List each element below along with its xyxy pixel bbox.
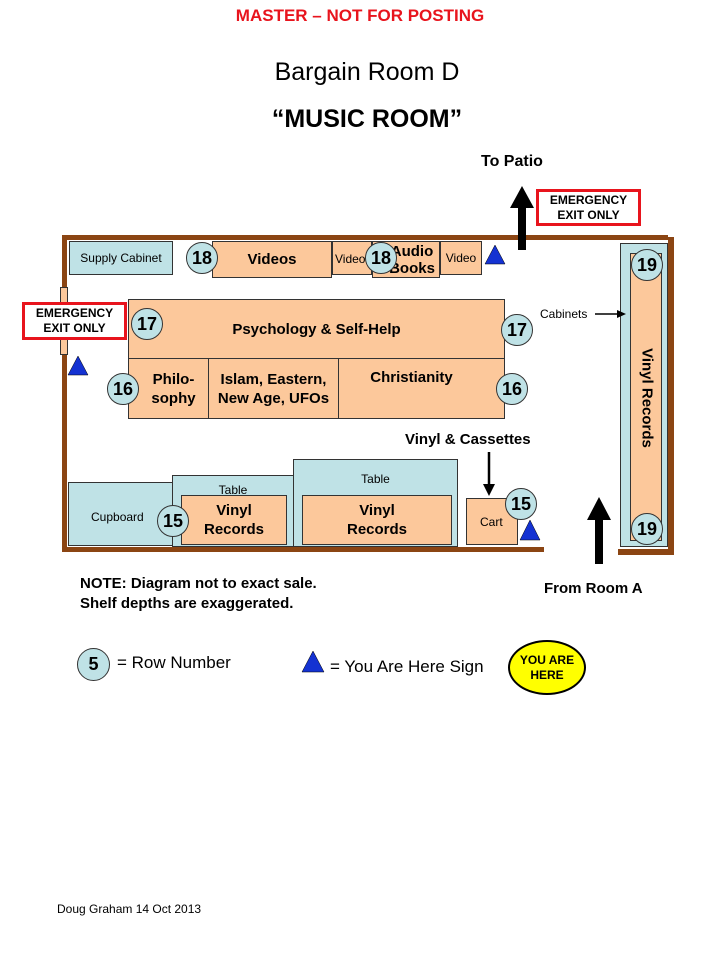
row-number-15: 15 <box>505 488 537 520</box>
shelf-audio-books-label: Audio Books <box>389 242 435 277</box>
wall-bottom <box>62 547 544 552</box>
note-line-2: Shelf depths are exaggerated. <box>80 595 294 612</box>
arrow-up-from-room-a-icon <box>587 497 611 564</box>
you-are-here-sign-icon <box>67 355 89 376</box>
row-number-16: 16 <box>496 373 528 405</box>
row-number-16: 16 <box>107 373 139 405</box>
footer-credit: Doug Graham 14 Oct 2013 <box>57 902 202 916</box>
you-are-here-sign-icon <box>484 244 506 265</box>
supply-cabinet-label: Supply Cabinet <box>80 251 162 265</box>
shelf-video-small-2: Video <box>440 241 482 275</box>
master-warning: MASTER – NOT FOR POSTING <box>235 6 485 25</box>
legend-row-sample: 5 <box>77 648 110 681</box>
emergency-exit-top-label: EMERGENCY EXIT ONLY <box>549 192 628 222</box>
shelf-video-small-1-label: Video <box>335 252 366 266</box>
to-patio-label: To Patio <box>481 153 543 170</box>
cupboard-label: Cupboard <box>91 510 144 524</box>
shelf-videos: Videos <box>212 241 332 278</box>
legend-row-label: = Row Number <box>117 653 231 672</box>
note-line-1: NOTE: Diagram not to exact sale. <box>80 575 317 592</box>
shelf-vinyl-1-label: Vinyl Records <box>203 502 265 538</box>
you-are-here-sign-icon <box>519 519 541 541</box>
shelf-vinyl-2-label: Vinyl Records <box>346 502 408 538</box>
vinyl-cassettes-label: Vinyl & Cassettes <box>405 431 531 448</box>
shelf-video-small-2-label: Video <box>445 251 477 265</box>
cupboard: Cupboard <box>68 482 174 546</box>
wall-right-bottom <box>618 549 674 555</box>
legend-sign-icon <box>301 650 325 673</box>
cart-label: Cart <box>480 515 503 529</box>
cabinets-label: Cabinets <box>540 307 588 321</box>
row-number-19: 19 <box>631 513 663 545</box>
shelf-vinyl-right: Vinyl Records <box>630 253 662 541</box>
emergency-exit-left-label: EMERGENCY EXIT ONLY <box>35 306 114 335</box>
from-room-a-label: From Room A <box>544 580 643 597</box>
shelf-islam-label: Islam, Eastern, New Age, UFOs <box>217 370 330 407</box>
row-number-17: 17 <box>501 314 533 346</box>
wall-right-top <box>580 235 668 240</box>
row-number-15: 15 <box>157 505 189 537</box>
supply-cabinet: Supply Cabinet <box>69 241 173 275</box>
shelf-philosophy: Philo-sophy <box>128 358 209 419</box>
room-title: Bargain Room D <box>274 58 460 86</box>
wall-right <box>668 237 674 555</box>
room-subtitle: “MUSIC ROOM” <box>271 105 463 133</box>
legend-sign-label: = You Are Here Sign <box>330 657 484 676</box>
shelf-video-small-1: Video <box>332 241 372 275</box>
row-number-18: 18 <box>365 242 397 274</box>
table-1-label: Table <box>218 483 248 497</box>
shelf-philosophy-label: Philo-sophy <box>151 370 196 407</box>
shelf-christianity-label: Christianity <box>370 369 453 386</box>
you-are-here-badge: YOU ARE HERE <box>508 640 586 695</box>
row-number-18: 18 <box>186 242 218 274</box>
shelf-videos-label: Videos <box>247 251 297 268</box>
row-number-19: 19 <box>631 249 663 281</box>
table-2-label: Table <box>361 472 390 486</box>
shelf-psychology-label: Psychology & Self-Help <box>232 320 401 338</box>
arrow-head-cabinets-icon <box>617 310 626 318</box>
shelf-vinyl-1: Vinyl Records <box>181 495 287 545</box>
wall-left <box>62 235 67 552</box>
shelf-christianity: Christianity <box>338 358 505 419</box>
arrow-up-to-patio-icon <box>510 186 534 250</box>
emergency-exit-left: EMERGENCY EXIT ONLY <box>22 302 127 340</box>
shelf-vinyl-2: Vinyl Records <box>302 495 452 545</box>
row-number-17: 17 <box>131 308 163 340</box>
emergency-exit-top: EMERGENCY EXIT ONLY <box>536 189 641 226</box>
arrow-head-vinyl-cassettes-icon <box>483 484 495 496</box>
you-are-here-label: YOU ARE HERE <box>519 652 575 682</box>
wall-top <box>62 235 668 240</box>
